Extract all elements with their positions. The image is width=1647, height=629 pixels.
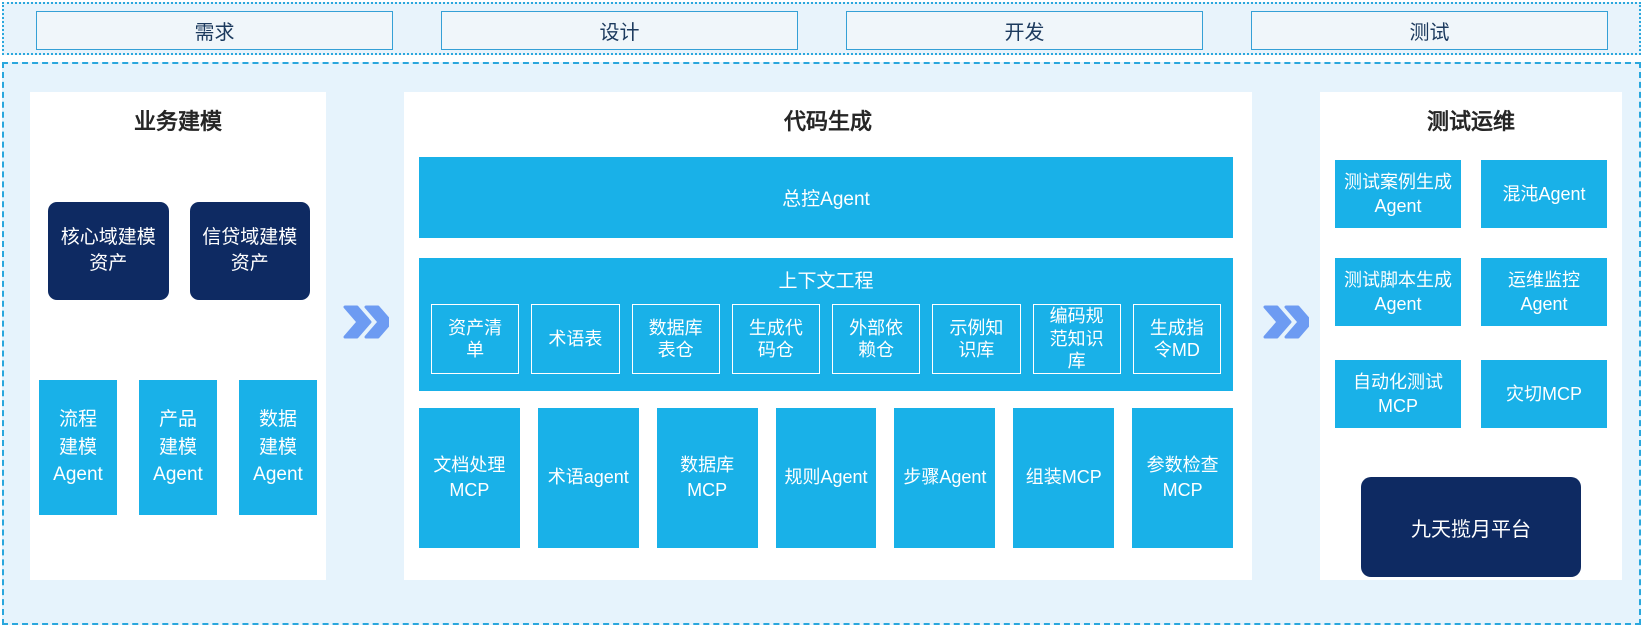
process-modeling-agent-box: 流程建模Agent [39, 380, 117, 515]
panel-title-code-generation: 代码生成 [783, 109, 872, 134]
phase-box-requirements: 需求 [36, 11, 393, 50]
panel-title-business-modeling: 业务建模 [133, 109, 222, 134]
automated-testing-mcp-box: 自动化测试MCP [1335, 360, 1461, 428]
main-container: 业务建模 核心域建模资产 信贷域建模资产 流程建模Agent 产品建模Agent… [2, 62, 1641, 625]
phase-label: 设计 [599, 22, 640, 44]
test-case-generation-agent-box: 测试案例生成Agent [1335, 160, 1461, 228]
chaos-agent-box: 混沌Agent [1481, 160, 1607, 228]
disaster-switch-mcp-box: 灾切MCP [1481, 360, 1607, 428]
mcp-agent-row: 文档处理MCP 术语agent 数据库MCP 规则Agent 步骤Agent 组… [419, 408, 1234, 548]
phase-box-testing: 测试 [1251, 11, 1608, 50]
ops-monitoring-agent-box: 运维监控Agent [1481, 258, 1607, 326]
assembly-mcp-box: 组装MCP [1013, 408, 1115, 548]
asset-list-box: 资产清单 [431, 304, 520, 374]
flow-arrow-icon [1263, 305, 1309, 339]
context-engineering-title: 上下文工程 [778, 271, 874, 292]
context-engineering-items: 资产清单 术语表 数据库表仓 生成代码仓 外部依赖仓 示例知识库 编码规范知识库… [431, 304, 1221, 374]
context-engineering-bar: 上下文工程 资产清单 术语表 数据库表仓 生成代码仓 外部依赖仓 示例知识库 编… [419, 258, 1233, 391]
terminology-agent-box: 术语agent [537, 408, 639, 548]
db-table-repo-box: 数据库表仓 [631, 304, 720, 374]
jiutian-lanyue-platform-box: 九天揽月平台 [1361, 477, 1581, 577]
coding-standard-knowledge-base-box: 编码规范知识库 [1032, 304, 1121, 374]
database-mcp-box: 数据库MCP [656, 408, 758, 548]
test-ops-row: 测试案例生成Agent 混沌Agent [1335, 160, 1607, 228]
step-agent-box: 步骤Agent [894, 408, 996, 548]
data-modeling-agent-box: 数据建模Agent [239, 380, 317, 515]
modeling-agent-row: 流程建模Agent 产品建模Agent 数据建模Agent [30, 380, 326, 515]
phase-label: 开发 [1004, 22, 1045, 44]
phase-box-development: 开发 [846, 11, 1203, 50]
generated-code-repo-box: 生成代码仓 [731, 304, 820, 374]
panel-test-ops: 测试运维 测试案例生成Agent 混沌Agent 测试脚本生成Agent 运维监… [1320, 92, 1622, 580]
master-control-agent-bar: 总控Agent [419, 157, 1233, 238]
test-script-generation-agent-box: 测试脚本生成Agent [1335, 258, 1461, 326]
phase-box-design: 设计 [441, 11, 798, 50]
panel-business-modeling: 业务建模 核心域建模资产 信贷域建模资产 流程建模Agent 产品建模Agent… [30, 92, 326, 580]
credit-domain-asset-box: 信贷域建模资产 [189, 202, 310, 300]
example-knowledge-base-box: 示例知识库 [932, 304, 1021, 374]
modeling-asset-row: 核心域建模资产 信贷域建模资产 [48, 202, 310, 300]
parameter-check-mcp-box: 参数检查MCP [1132, 408, 1234, 548]
phase-label: 需求 [194, 22, 235, 44]
panel-title-test-ops: 测试运维 [1426, 109, 1515, 134]
test-ops-row: 自动化测试MCP 灾切MCP [1335, 360, 1607, 428]
phase-label: 测试 [1409, 22, 1450, 44]
rule-agent-box: 规则Agent [775, 408, 877, 548]
panel-code-generation: 代码生成 总控Agent 上下文工程 资产清单 术语表 数据库表仓 生成代码仓 … [404, 92, 1252, 580]
external-dependency-repo-box: 外部依赖仓 [832, 304, 921, 374]
product-modeling-agent-box: 产品建模Agent [139, 380, 217, 515]
test-ops-row: 测试脚本生成Agent 运维监控Agent [1335, 258, 1607, 326]
core-domain-asset-box: 核心域建模资产 [48, 202, 169, 300]
phase-strip: 需求 设计 开发 测试 [2, 2, 1641, 55]
doc-processing-mcp-box: 文档处理MCP [419, 408, 520, 548]
flow-arrow-icon [343, 305, 389, 339]
generation-instruction-md-box: 生成指令MD [1132, 304, 1221, 374]
glossary-box: 术语表 [531, 304, 620, 374]
